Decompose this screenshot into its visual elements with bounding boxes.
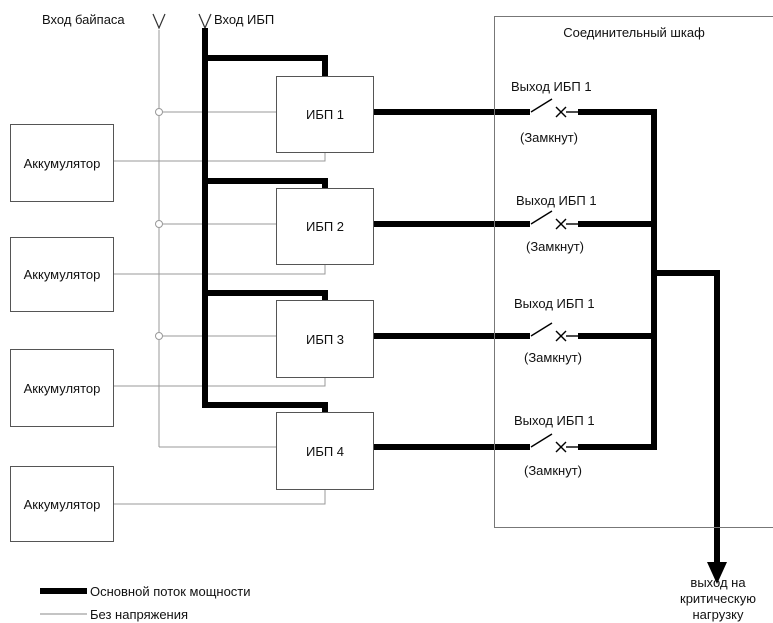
ups-output-lines [374, 109, 530, 450]
legend-no-voltage-label: Без напряжения [90, 607, 189, 622]
ups-unit-3: ИБП 3 [276, 300, 374, 378]
critical-load-arrow [707, 562, 727, 584]
battery-box: Аккумулятор [10, 349, 114, 427]
breaker-symbol-4 [530, 433, 578, 453]
breaker-symbols [530, 98, 578, 453]
battery-label: Аккумулятор [23, 155, 101, 171]
breaker-2-label: Выход ИБП 1 [516, 193, 597, 208]
ups-input-symbol [198, 13, 212, 30]
battery-box: Аккумулятор [10, 466, 114, 542]
critical-load-label-line1: выход на [690, 575, 746, 590]
output-collector-bus [578, 109, 720, 568]
ups-input-label: Вход ИБП [214, 12, 275, 27]
ups-label: ИБП 3 [305, 331, 345, 347]
breaker-2-state: (Замкнут) [526, 239, 584, 254]
breaker-symbol-2 [530, 210, 578, 230]
ups-input-bus [202, 28, 328, 412]
ups-unit-4: ИБП 4 [276, 412, 374, 490]
battery-label: Аккумулятор [23, 496, 101, 512]
breaker-4-label: Выход ИБП 1 [514, 413, 595, 428]
battery-links [113, 153, 326, 505]
bypass-branches [159, 111, 276, 448]
ups-unit-2: ИБП 2 [276, 188, 374, 265]
cabinet-title: Соединительный шкаф [563, 25, 705, 40]
legend-main-power-label: Основной поток мощности [90, 584, 251, 599]
battery-label: Аккумулятор [23, 267, 101, 282]
interconnect-cabinet: Соединительный шкаф [494, 16, 773, 528]
breaker-3-state: (Замкнут) [524, 350, 582, 365]
breaker-3-label: Выход ИБП 1 [514, 296, 595, 311]
battery-box: Аккумулятор [10, 124, 114, 202]
ups-unit-1: ИБП 1 [276, 76, 374, 153]
breaker-1-label: Выход ИБП 1 [511, 79, 592, 94]
battery-label: Аккумулятор [23, 380, 101, 396]
bypass-input-label: Вход байпаса [42, 12, 125, 27]
bypass-input-symbol [152, 13, 166, 30]
battery-box: Аккумулятор [10, 237, 114, 312]
ups-label: ИБП 4 [305, 443, 345, 459]
breaker-4-state: (Замкнут) [524, 463, 582, 478]
ups-label: ИБП 1 [305, 107, 345, 122]
ups-label: ИБП 2 [305, 219, 345, 234]
critical-load-label-line2: критическую [680, 591, 756, 606]
breaker-1-state: (Замкнут) [520, 130, 578, 145]
breaker-symbol-3 [530, 322, 578, 342]
critical-load-label-line3: нагрузку [692, 607, 744, 622]
bypass-junction-dots [155, 108, 163, 340]
breaker-symbol-1 [530, 98, 578, 118]
